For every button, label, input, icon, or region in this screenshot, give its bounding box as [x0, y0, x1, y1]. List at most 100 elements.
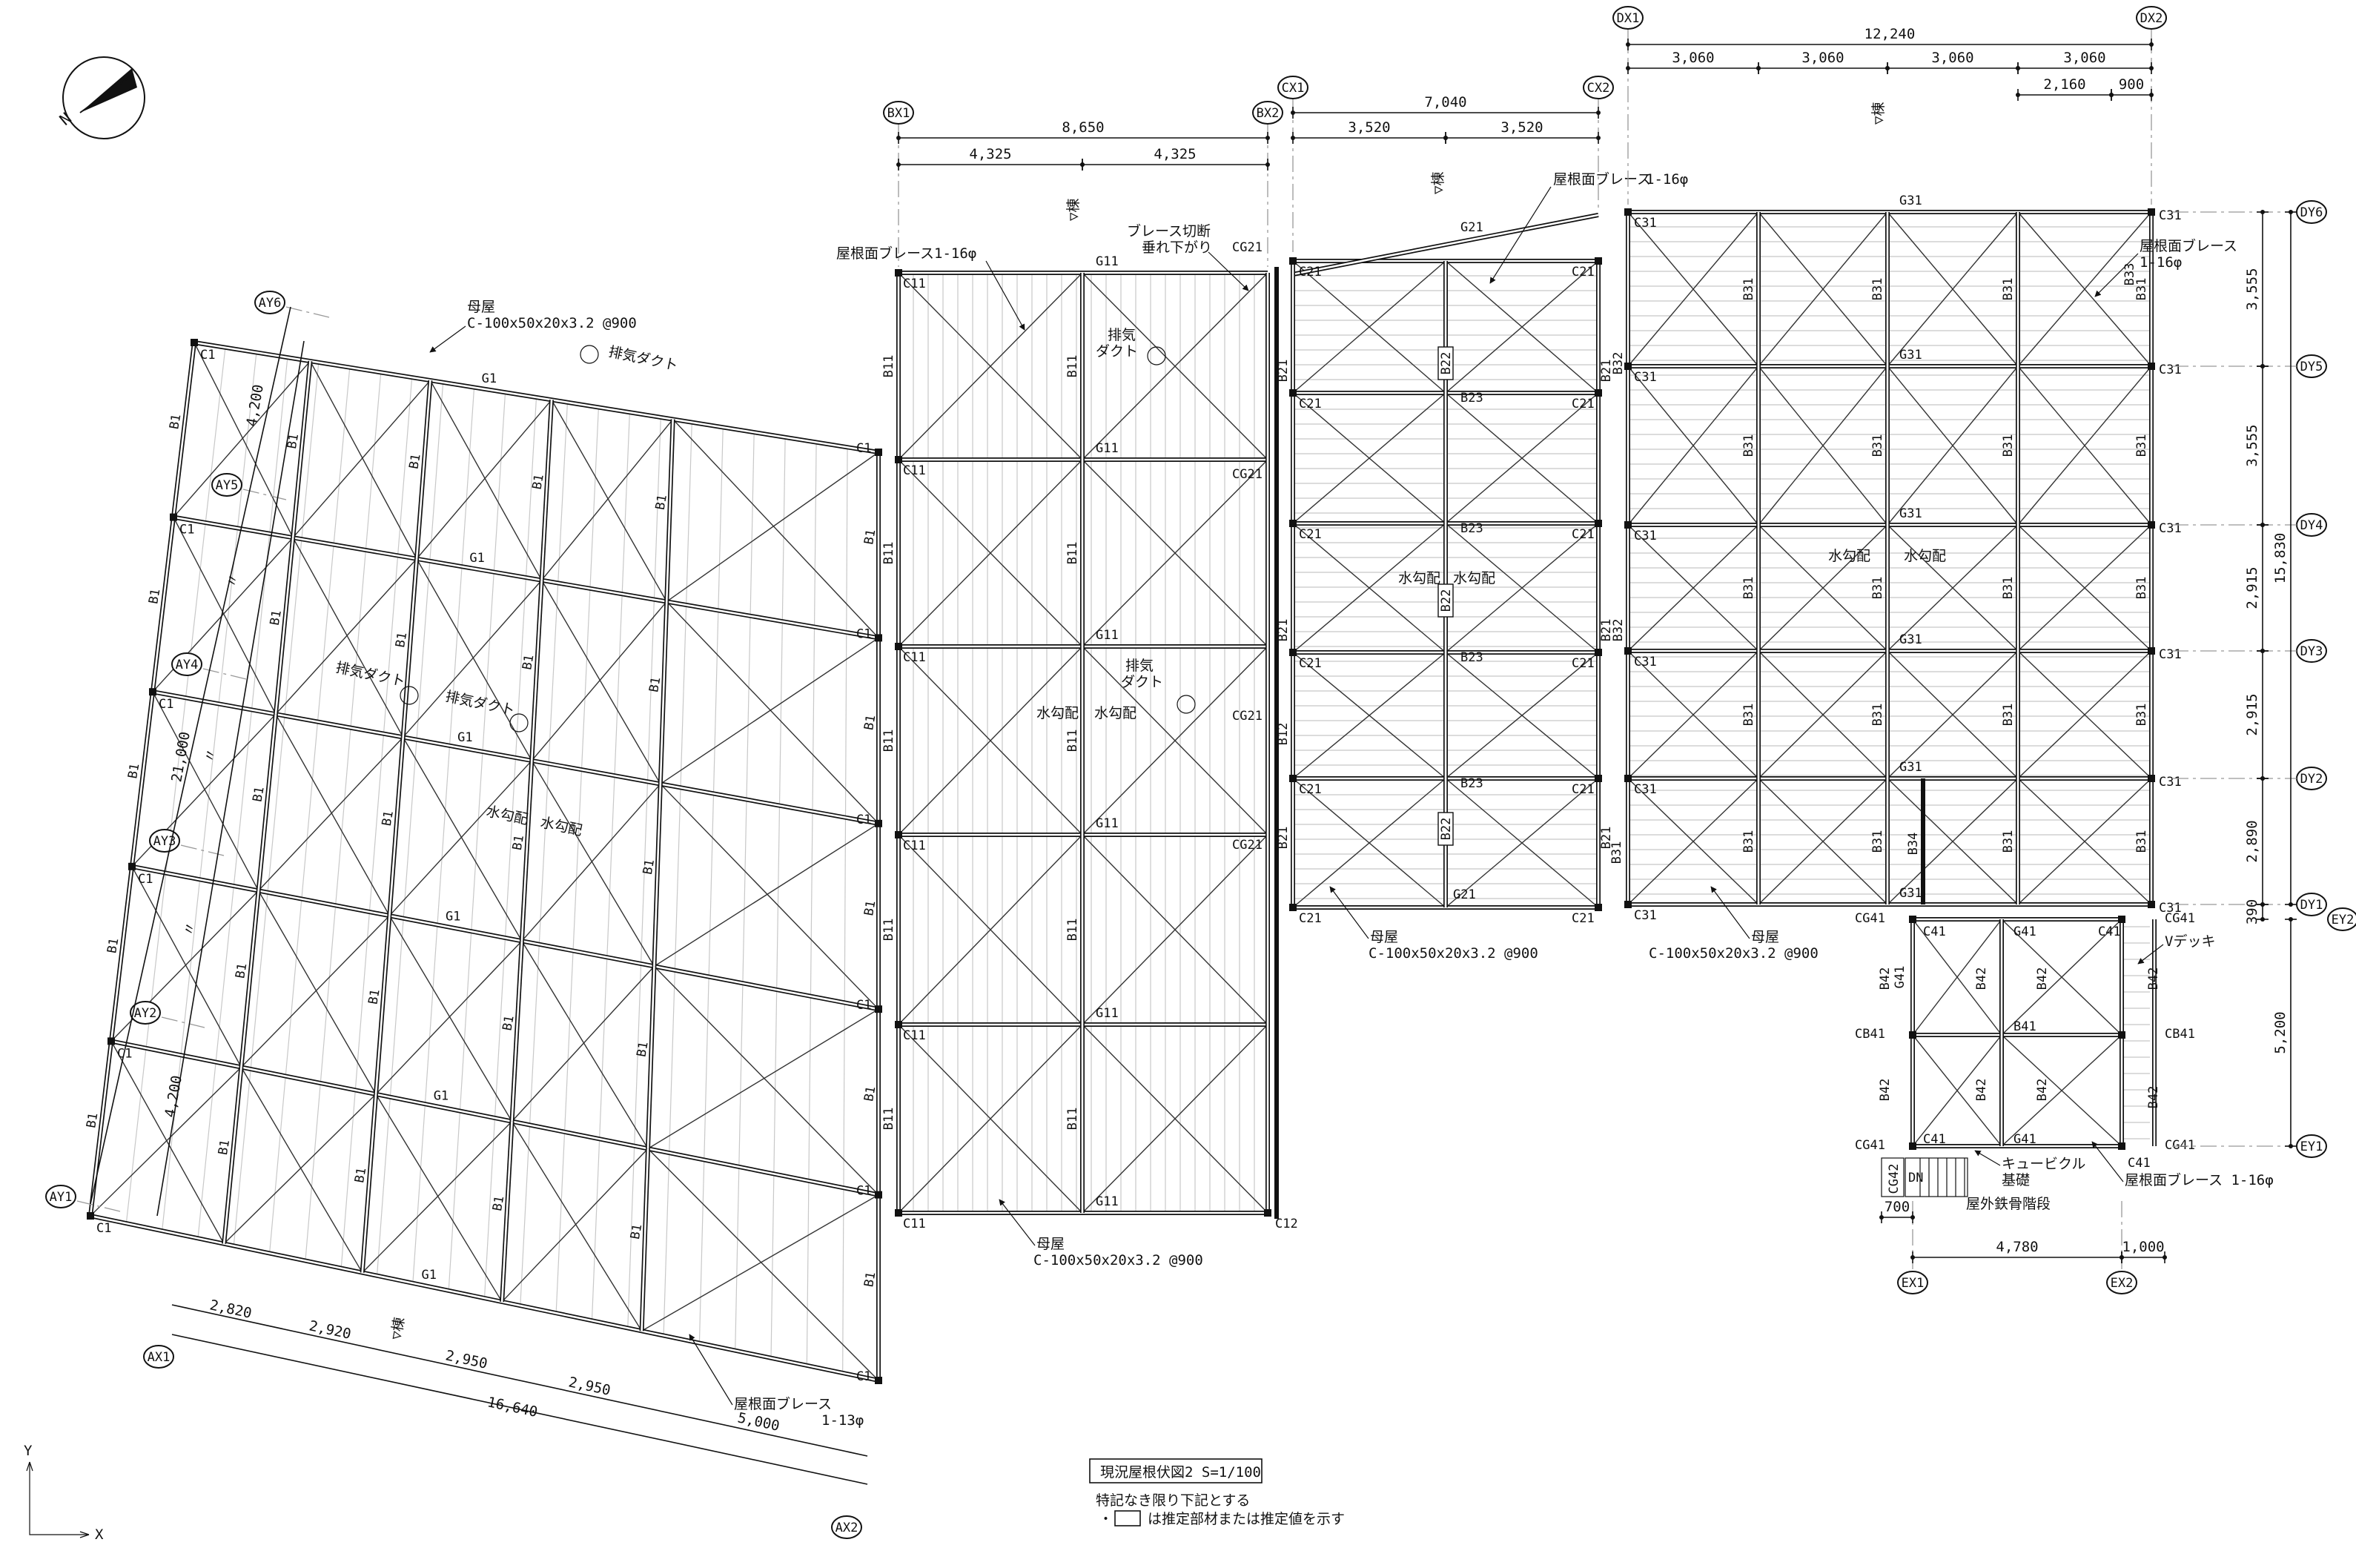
title-block: 現況屋根伏図2 S=1/100 特記なき限り下記とする ・ は推定部材または推定… [1089, 1458, 1345, 1527]
label-g21: G21 [1453, 887, 1476, 902]
beam-b1-core [172, 342, 196, 517]
purlin-line [350, 549, 366, 728]
slope-label: 水勾配 [539, 814, 583, 838]
label-c11: C11 [903, 838, 926, 853]
roof-brace [1445, 392, 1599, 524]
label-b1: B1 [105, 937, 122, 955]
label-c31: C31 [2159, 363, 2182, 377]
roof-brace-label: 屋根面ブレース 1-16φ [2125, 1171, 2274, 1188]
purlin-line [494, 937, 506, 1119]
roof-brace [416, 399, 552, 560]
label-g31: G31 [1899, 348, 1922, 363]
purlin-line [770, 1174, 775, 1358]
label-g31: G31 [1899, 193, 1922, 208]
slope-label: 水勾配 [1828, 548, 1870, 564]
dim-a-bottom [171, 1304, 868, 1457]
label-c21: C21 [1299, 265, 1322, 279]
purlin-line [483, 1117, 496, 1299]
roof-brace-label: 屋根面ブレース [2140, 237, 2237, 254]
label-b11: B11 [1065, 1108, 1080, 1131]
beam-b1-core [415, 380, 431, 559]
grid-line-ay2 [161, 1016, 205, 1028]
label-b32: B32 [1611, 619, 1626, 642]
grid-bubble-ay3 [149, 829, 180, 853]
dim-d-right-text: 2,915 [2244, 693, 2260, 735]
dim-a-left-text: 〃 [224, 572, 242, 589]
label-b11: B11 [881, 730, 896, 752]
roof-brace [110, 1041, 225, 1244]
purlin-line [686, 422, 692, 606]
dim-dot [1291, 110, 1295, 115]
roof-brace [1445, 652, 1599, 779]
label-b1: B1 [861, 1271, 878, 1289]
roof-brace [654, 823, 879, 967]
label-b31: B31 [1870, 704, 1885, 727]
roof-brace-spec: 1-16φ [934, 245, 976, 262]
column-c21 [1289, 775, 1297, 782]
label-c21: C21 [1572, 527, 1595, 542]
leader-line [1489, 186, 1552, 284]
dim-dot [2260, 364, 2265, 368]
label-b1: B1 [634, 1041, 651, 1059]
roof-brace [511, 1121, 643, 1332]
axis-y-label: Y [24, 1443, 33, 1459]
label-b11: B11 [881, 355, 896, 378]
dim-dot [2163, 1255, 2167, 1260]
drawing-title: 現況屋根伏図2 S=1/100 [1100, 1464, 1261, 1481]
purlin-line [680, 604, 687, 788]
roof-brace [666, 451, 879, 603]
north-arrow: N [56, 56, 145, 139]
label-b1: B1 [352, 1166, 369, 1184]
label-b1: B1 [646, 676, 664, 694]
label-c21: C21 [1299, 911, 1322, 926]
dim-dot [1626, 42, 1630, 47]
column-c31 [2148, 208, 2155, 216]
dim-b-2-text: 4,325 [1154, 146, 1196, 162]
grid-bubble-cx2 [1583, 76, 1614, 99]
roof-brace-spec: 1-16φ [1646, 171, 1688, 188]
purlin-line [267, 715, 285, 893]
column-c21 [1595, 520, 1602, 527]
label-b32: B32 [1611, 352, 1626, 375]
column-c11 [895, 1021, 902, 1028]
label-c21: C21 [1572, 265, 1595, 279]
purlin-line [424, 924, 438, 1105]
label-cg21: CG21 [1232, 240, 1263, 255]
girder-g21-sloped-core [1292, 214, 1599, 276]
purlin-line [563, 950, 574, 1132]
dim-dot [1885, 66, 1890, 70]
label-c1: C1 [200, 348, 215, 363]
purlin-line [640, 781, 649, 965]
purlin-line [557, 402, 569, 583]
dim-d-right-text: 3,555 [2244, 268, 2260, 310]
purlin-line [305, 1082, 321, 1261]
grid-bubble-dy4-label: DY4 [2300, 518, 2323, 533]
girder-g1-core [131, 865, 879, 1010]
roof-brace [131, 866, 242, 1068]
grid-bubble-ax1 [143, 1345, 174, 1369]
purlin-line [781, 437, 786, 622]
purlin-line [333, 367, 351, 545]
label-c21: C21 [1572, 397, 1595, 411]
grid-bubble-ex2-label: EX2 [2111, 1276, 2134, 1291]
roof-brace [223, 1094, 377, 1245]
dim-d-3-text: 3,060 [1931, 50, 1973, 66]
purlin-line [778, 621, 783, 806]
dim-c-2-text: 3,520 [1500, 119, 1543, 136]
exhaust-duct-icon [1147, 346, 1166, 365]
label-b1: B1 [233, 962, 250, 980]
beam-b1-core [222, 1067, 242, 1244]
roof-brace [1082, 272, 1268, 460]
roof-brace [258, 890, 377, 1095]
beam-b1-core [646, 966, 655, 1149]
purlin-line [461, 387, 475, 567]
grid-bubble-ex1 [1897, 1271, 1928, 1294]
roof-brace [1758, 524, 1888, 652]
label-b11: B11 [881, 542, 896, 565]
label-g41: G41 [1893, 966, 1907, 989]
roof-brace [1292, 392, 1446, 524]
roof-brace [1627, 524, 1759, 652]
dim-a-left-text: 〃 [181, 921, 199, 938]
dim-dot [1291, 136, 1295, 140]
purlin-line [525, 397, 537, 578]
